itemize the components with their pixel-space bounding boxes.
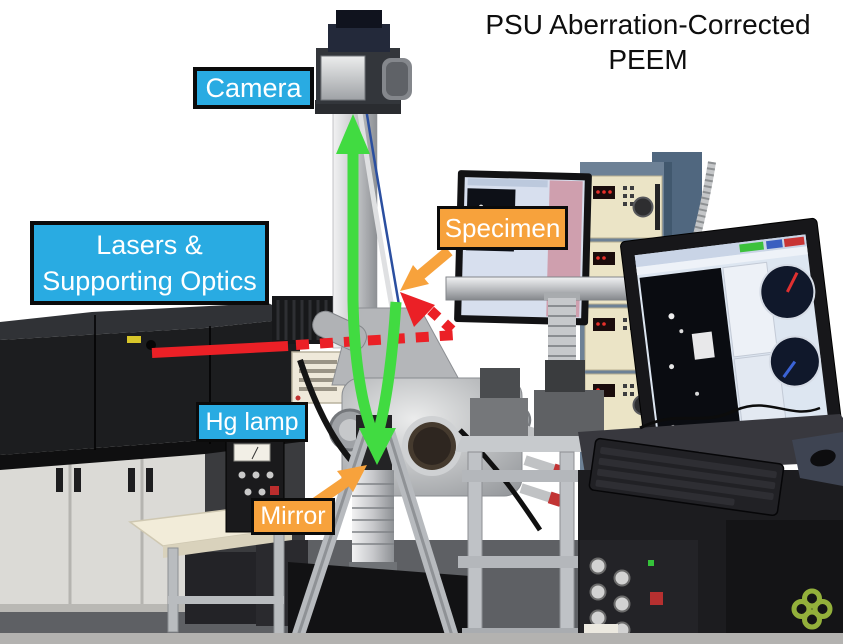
cable	[639, 408, 737, 430]
peem-image-panel	[639, 267, 743, 453]
warning-sticker	[127, 336, 141, 343]
keyboard	[588, 437, 785, 517]
specimen-arrowhead-icon	[400, 265, 429, 291]
hg-lamp-callout: Hg lamp	[196, 402, 308, 442]
knot-logo-icon	[791, 588, 833, 630]
laser-aperture	[146, 340, 156, 350]
red-arrowhead-icon	[400, 292, 435, 327]
viewport-window	[413, 427, 451, 465]
lasers-callout-line-2: Supporting Optics	[42, 266, 257, 296]
down-arrowhead-icon	[359, 428, 396, 465]
title-line-1: PSU Aberration-Corrected	[485, 9, 811, 40]
rack-module	[584, 175, 663, 239]
cable	[735, 404, 821, 413]
red-laser-beam	[151, 292, 457, 358]
power-led	[648, 560, 654, 566]
title-line-2: PEEM	[608, 44, 688, 75]
green-beam-down	[372, 301, 402, 436]
camera-unit	[315, 10, 412, 114]
mirror-callout: Mirror	[251, 498, 335, 535]
granite-base	[288, 562, 470, 641]
figure-title: PSU Aberration-Corrected PEEM	[450, 7, 843, 77]
green-beam-up	[347, 132, 380, 439]
specimen-arrow	[400, 246, 453, 291]
lasers-callout-line-1: Lasers &	[96, 230, 203, 260]
gauge-dial	[768, 335, 821, 388]
mouse	[810, 449, 836, 467]
camera-callout: Camera	[193, 67, 314, 109]
green-beam-path	[336, 114, 402, 465]
specimen-callout: Specimen	[437, 206, 568, 250]
lasers-callout: Lasers & Supporting Optics	[30, 221, 269, 305]
mirror-arrowhead-icon	[337, 465, 367, 492]
up-arrowhead-icon	[336, 114, 370, 154]
floor-edge-strip	[0, 633, 843, 644]
